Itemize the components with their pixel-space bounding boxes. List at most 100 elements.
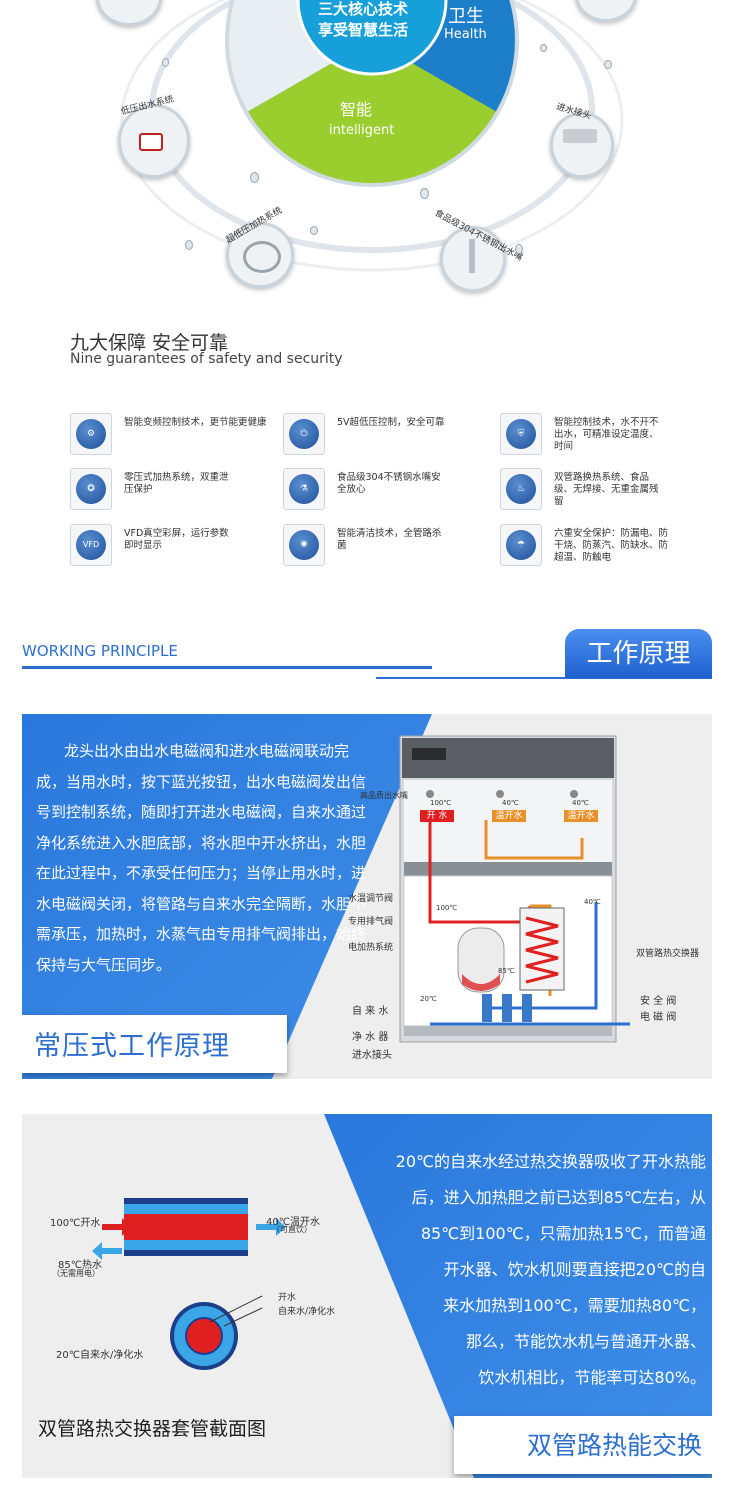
warm-water-tag: 温开水	[492, 810, 526, 822]
guarantee-item: ⚗ 食品级304不锈钢水嘴安全放心	[283, 468, 493, 514]
description-line: 那么，节能饮水机与普通开水器、	[465, 1332, 706, 1351]
water-droplet	[310, 226, 318, 235]
guarantee-item: ♨ 双管路换热系统、食品级、无焊接、无重金属残留	[500, 468, 710, 514]
heat-exchange-icon: ♨	[500, 468, 542, 510]
heat-exchange-description: 20℃的自来水经过热交换器吸收了开水热能 后，进入加热胆之前已达到85℃左右，从…	[340, 1144, 706, 1396]
label-temp: 40℃	[584, 898, 601, 906]
pressure-icon: ✪	[70, 468, 112, 510]
power-icon: ⏻	[283, 413, 325, 455]
legend-tap: 自来水/净化水	[278, 1307, 336, 1317]
guarantee-item: ✺ 智能清洁技术，全管路杀菌	[283, 524, 493, 570]
tube-cross-section-diagram	[92, 1198, 286, 1370]
hero-callout-faucet	[440, 226, 506, 292]
label-temp-valve: 水温调节阀	[348, 894, 394, 904]
label-heating-system: 电加热系统	[348, 943, 394, 953]
label-out-40: 40℃温开水	[266, 1217, 320, 1228]
label-outlet: 高品质出水嘴	[360, 791, 408, 800]
guarantee-item: ⚙ 智能变频控制技术，更节能更健康	[70, 413, 280, 459]
guarantee-text: 食品级304不锈钢水嘴安全放心	[337, 472, 441, 495]
hero-callout-outlet	[118, 104, 190, 178]
description-line: 来水加热到100℃，需要加热80℃，	[443, 1296, 706, 1315]
guarantee-item: ⛨ 智能控制技术，水不开不出水，可精准设定温度、时间	[500, 413, 710, 459]
boiling-water-tag: 开 水	[420, 810, 454, 822]
water-droplet	[420, 188, 429, 199]
label-temp: 100℃	[436, 904, 458, 912]
heat-exchange-panel: 100℃开水 40℃温开水 （可直饮） 85℃热水 （无需用电） 开水 自来水/…	[22, 1114, 712, 1478]
faucet-icon: ⚗	[283, 468, 325, 510]
guarantee-text: 零压式加热系统，双重泄压保护	[124, 472, 229, 495]
heat-exchange-banner: 双管路热能交换	[454, 1416, 712, 1474]
guarantees-title: 九大保障 安全可靠	[70, 332, 229, 354]
constant-pressure-panel: 龙头出水由出水电磁阀和进水电磁阀联动完成，当用水时，按下蓝光按钮，出水电磁阀发出…	[22, 714, 712, 1079]
water-droplet	[162, 58, 169, 67]
label-purifier: 净 水 器	[352, 1032, 389, 1043]
description-line: 20℃的自来水经过热交换器吸收了开水热能	[395, 1152, 706, 1171]
intelligent-label-en: intelligent	[329, 123, 395, 138]
water-droplet	[515, 244, 523, 254]
water-droplet	[604, 60, 612, 69]
hero-center-line1: 三大核心技术	[318, 0, 409, 18]
label-inlet: 进水接头	[352, 1050, 392, 1061]
cross-section-caption: 双管路热交换器套管截面图	[38, 1418, 267, 1440]
label-temp: 85℃	[498, 967, 515, 975]
label-solenoid-valve: 电 磁 阀	[640, 1012, 677, 1023]
description-line: 饮水机相比，节能率可达80%。	[478, 1368, 706, 1387]
label-heat-exchanger: 双管路热交换器	[636, 949, 700, 959]
label-tap-water: 自 来 水	[352, 1006, 389, 1017]
intelligent-label-cn: 智能	[340, 100, 373, 119]
health-label-en: Health	[444, 27, 487, 42]
guarantee-text: 5V超低压控制，安全可靠	[337, 417, 445, 428]
label-temp: 100℃	[430, 799, 452, 807]
hero-banner: 三大核心技术 享受智慧生活 卫生 Health 智能 intelligent 低…	[0, 0, 738, 310]
guarantee-text: VFD真空彩屏，运行参数即时显示	[124, 528, 229, 551]
guarantee-text: 智能变频控制技术，更节能更健康	[124, 417, 267, 428]
label-hot-85-note: （无需用电）	[52, 1269, 100, 1278]
water-droplet	[540, 44, 547, 52]
vfd-icon: VFD	[70, 524, 112, 566]
health-label-cn: 卫生	[448, 6, 484, 27]
blue-background-shape	[324, 1114, 712, 1478]
guarantee-text: 六重安全保护：防漏电、防干烧、防蒸汽、防缺水、防超温、防触电	[554, 528, 669, 563]
guarantee-item: VFD VFD真空彩屏，运行参数即时显示	[70, 524, 280, 570]
guarantee-text: 双管路换热系统、食品级、无焊接、无重金属残留	[554, 472, 659, 507]
protection-icon: ☂	[500, 524, 542, 566]
hero-callout-inlet	[550, 112, 614, 178]
section-divider	[22, 666, 432, 669]
guarantee-item: ✪ 零压式加热系统，双重泄压保护	[70, 468, 280, 514]
legend-boiling: 开水	[278, 1293, 297, 1303]
hero-callout-heater	[226, 222, 294, 288]
section-divider	[376, 677, 712, 679]
heat-exchange-banner-text: 双管路热能交换	[526, 1431, 702, 1460]
shield-icon: ⛨	[500, 413, 542, 455]
description-line: 开水器、饮水机则要直接把20℃的自	[443, 1260, 706, 1279]
label-temp: 20℃	[420, 995, 437, 1003]
guarantee-text: 智能控制技术，水不开不出水，可精准设定温度、时间	[554, 417, 659, 452]
sterilize-icon: ✺	[283, 524, 325, 566]
working-principle-cn-title: 工作原理	[565, 629, 712, 678]
label-hot-85: 85℃热水	[58, 1260, 102, 1271]
inverter-icon: ⚙	[70, 413, 112, 455]
guarantee-item: ⏻ 5V超低压控制，安全可靠	[283, 413, 493, 459]
water-droplet	[250, 172, 259, 183]
label-safety-valve: 安 全 阀	[640, 996, 677, 1007]
description-line: 85℃到100℃，只需加热15℃，而普通	[420, 1224, 706, 1243]
guarantees-subtitle: Nine guarantees of safety and security	[70, 351, 343, 367]
label-out-40-note: （可直饮）	[272, 1225, 312, 1234]
blue-background-shape	[22, 714, 432, 1079]
guarantee-item: ☂ 六重安全保护：防漏电、防干烧、防蒸汽、防缺水、防超温、防触电	[500, 524, 710, 570]
label-temp: 40℃	[572, 799, 589, 807]
hero-center-line2: 享受智慧生活	[318, 21, 409, 39]
constant-pressure-description: 龙头出水由出水电磁阀和进水电磁阀联动完成，当用水时，按下蓝光按钮，出水电磁阀发出…	[36, 742, 367, 974]
label-temp: 40℃	[502, 799, 519, 807]
label-tap-20: 20℃自来水/净化水	[56, 1350, 144, 1361]
label-in-100: 100℃开水	[50, 1218, 101, 1229]
description-line: 后，进入加热胆之前已达到85℃左右，从	[411, 1188, 706, 1207]
water-droplet	[185, 240, 193, 250]
warm-water-tag: 温开水	[564, 810, 598, 822]
hero-splash-graphic	[120, 0, 624, 272]
label-exhaust-valve: 专用排气阀	[348, 917, 394, 927]
working-principle-en-title: WORKING PRINCIPLE	[22, 642, 178, 660]
guarantee-text: 智能清洁技术，全管路杀菌	[337, 528, 442, 551]
constant-pressure-banner: 常压式工作原理	[22, 1015, 287, 1073]
constant-pressure-banner-text: 常压式工作原理	[34, 1031, 230, 1062]
